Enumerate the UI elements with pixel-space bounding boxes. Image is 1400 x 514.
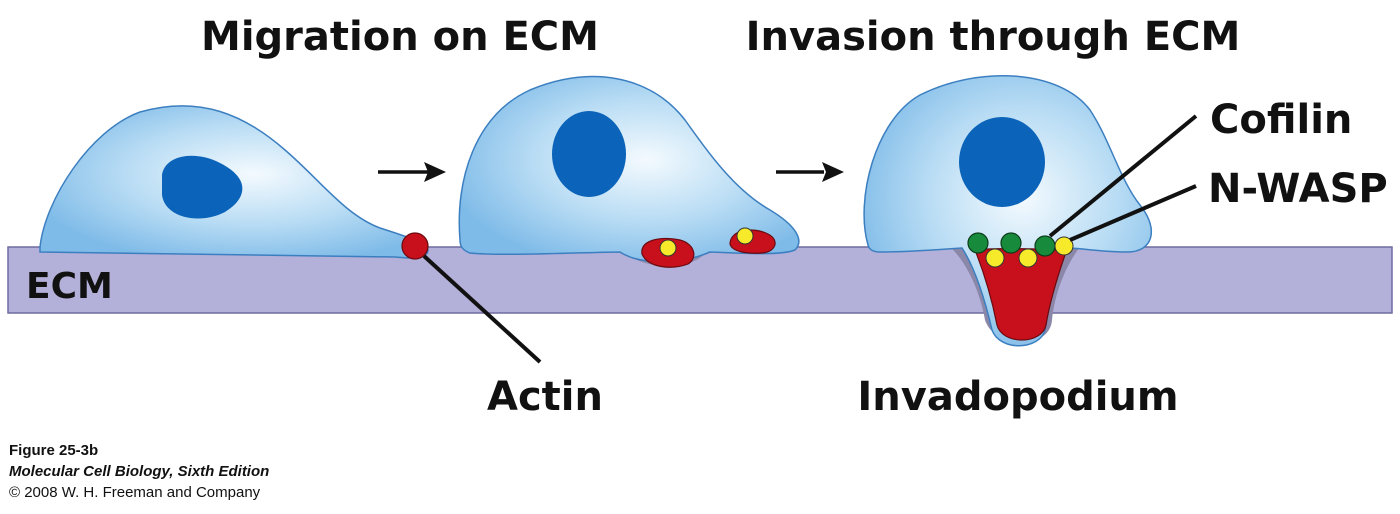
nwasp-leader-line xyxy=(1069,184,1197,242)
cell-invading xyxy=(863,75,1152,347)
figure-number: Figure 25-3b xyxy=(9,442,99,459)
title-invasion: Invasion through ECM xyxy=(746,14,1241,60)
cofilin-label: Cofilin xyxy=(1210,97,1352,143)
arrow-2-head xyxy=(822,162,844,182)
nwasp-dot-2b xyxy=(736,227,754,245)
nwasp-dot-2a xyxy=(659,239,677,257)
nwasp-dot-3b xyxy=(1018,248,1038,268)
nucleus-2 xyxy=(552,111,626,197)
nwasp-dot-3c xyxy=(1054,236,1074,256)
cofilin-leader-line xyxy=(1048,114,1198,238)
actin-leader-line xyxy=(422,254,542,364)
cell-migrating-2 xyxy=(458,75,800,263)
cofilin-dot-1 xyxy=(967,232,989,254)
invadopodium-label: Invadopodium xyxy=(857,374,1178,420)
ecm-layer xyxy=(7,246,1393,314)
arrow-1-head xyxy=(424,162,446,182)
actin-dot xyxy=(401,232,429,260)
nucleus-3 xyxy=(959,117,1045,207)
actin-label: Actin xyxy=(487,374,603,420)
copyright-line: © 2008 W. H. Freeman and Company xyxy=(9,484,261,501)
title-migration: Migration on ECM xyxy=(201,14,599,60)
ecm-label: ECM xyxy=(26,266,113,307)
cofilin-dot-2 xyxy=(1000,232,1022,254)
nwasp-label: N-WASP xyxy=(1208,166,1388,212)
cofilin-dot-3 xyxy=(1034,235,1056,257)
figure-caption: Figure 25-3b Molecular Cell Biology, Six… xyxy=(9,440,269,503)
nwasp-dot-3a xyxy=(985,248,1005,268)
nucleus-1 xyxy=(162,155,243,219)
book-title: Molecular Cell Biology, Sixth Edition xyxy=(9,463,270,480)
